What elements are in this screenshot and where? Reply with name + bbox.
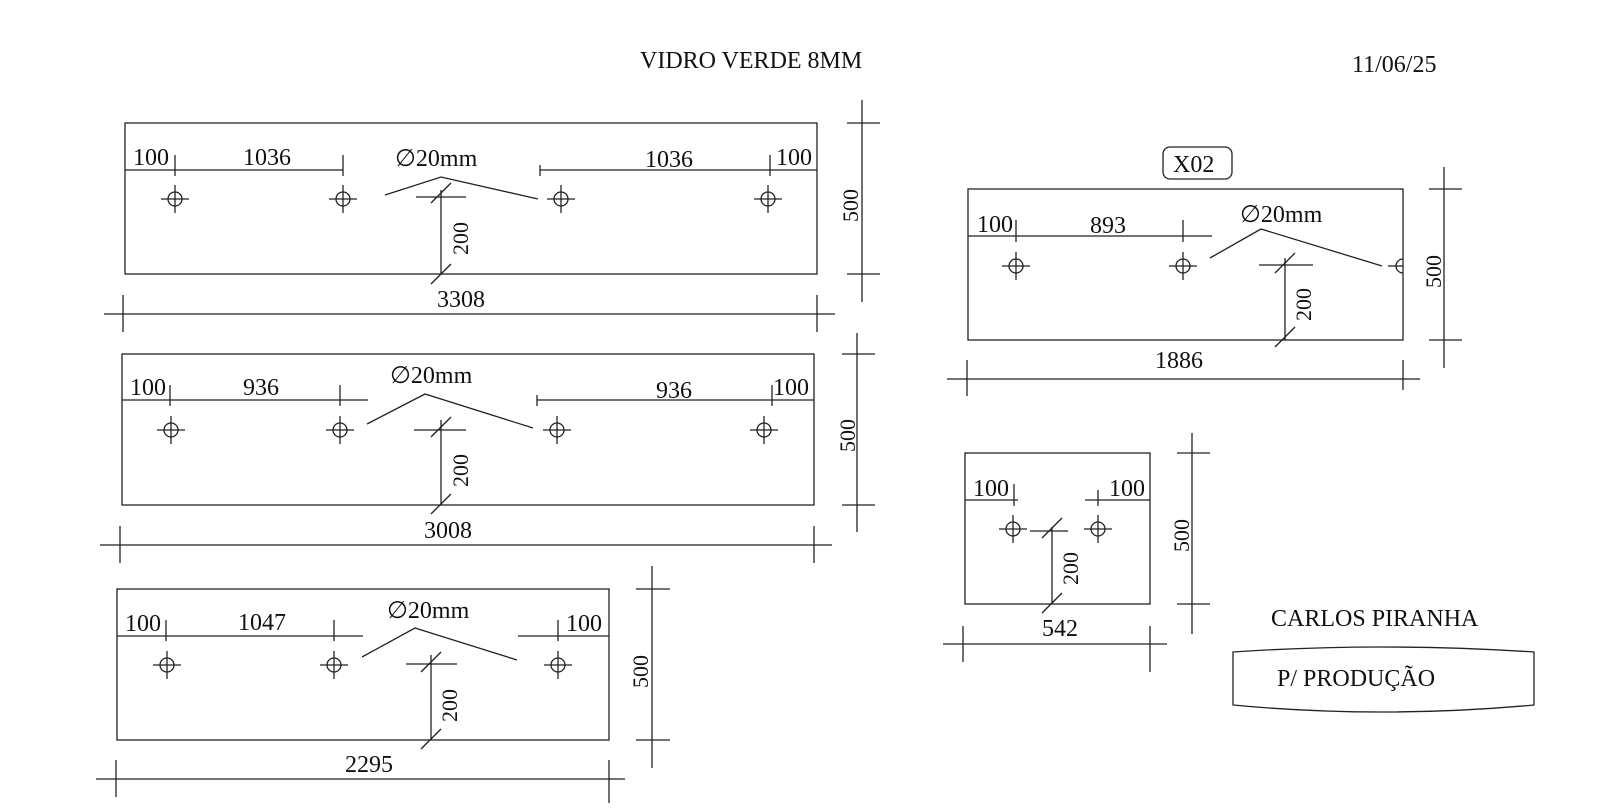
dim-height: 500 (1421, 255, 1446, 288)
dim-vertical-offset: 200 (448, 454, 473, 487)
dim-width: 2295 (345, 752, 393, 778)
hole-spec-label: ∅20mm (387, 598, 470, 624)
glass-outline (116, 588, 610, 741)
quantity-badge (1162, 146, 1233, 180)
dim-offset-right: 100 (1109, 476, 1145, 502)
dim-vertical-offset: 200 (437, 689, 462, 722)
glass-piece-5: 100 100 200 500 542 (943, 433, 1210, 672)
dim-offset-left: 100 (133, 145, 169, 171)
hole-marker (160, 184, 190, 214)
dim-width: 1886 (1155, 348, 1203, 374)
hole-marker (998, 514, 1028, 544)
hole-marker (1168, 251, 1198, 281)
glass-piece-4: X02 100 893 ∅20mm 200 500 1886 (947, 146, 1462, 396)
dim-spacing-left: 936 (243, 375, 279, 401)
hole-marker (546, 184, 576, 214)
dim-spacing-left: 1047 (238, 610, 286, 636)
dim-vertical-offset: 200 (1291, 288, 1316, 321)
dim-spacing-left: 893 (1090, 213, 1126, 239)
hole-marker (328, 184, 358, 214)
glass-outline (124, 122, 818, 275)
quantity-label: X02 (1173, 152, 1214, 178)
glass-outline (967, 188, 1404, 341)
client-name: CARLOS PIRANHA (1271, 606, 1479, 632)
hole-marker (749, 415, 779, 445)
dim-spacing-left: 1036 (243, 145, 291, 171)
hole-marker (542, 415, 572, 445)
dim-offset-right: 100 (776, 145, 812, 171)
dim-offset-right: 100 (773, 375, 809, 401)
hole-marker (543, 650, 573, 680)
dim-offset-left: 100 (977, 212, 1013, 238)
hole-marker (319, 650, 349, 680)
hole-spec-label: ∅20mm (395, 146, 478, 172)
dim-height: 500 (838, 189, 863, 222)
hole-marker (1001, 251, 1031, 281)
hole-marker (325, 415, 355, 445)
hole-marker (1083, 514, 1113, 544)
dim-offset-right: 100 (566, 611, 602, 637)
dim-width: 542 (1042, 616, 1078, 642)
hole-spec-label: ∅20mm (1240, 202, 1323, 228)
glass-piece-2: 100 936 ∅20mm 936 100 200 500 3008 (100, 333, 875, 563)
glass-piece-3: 100 1047 ∅20mm 100 200 500 2295 (96, 566, 670, 803)
hole-marker (152, 650, 182, 680)
glass-outline (964, 452, 1151, 605)
hole-spec-label: ∅20mm (390, 363, 473, 389)
glass-outline (121, 353, 815, 506)
drawing-date: 11/06/25 (1352, 52, 1436, 78)
hole-marker (753, 184, 783, 214)
dim-offset-left: 100 (130, 375, 166, 401)
dim-width: 3308 (437, 287, 485, 313)
glass-piece-1: 100 1036 ∅20mm 1036 100 200 500 3308 (104, 100, 880, 332)
dim-vertical-offset: 200 (448, 222, 473, 255)
production-stamp-label: P/ PRODUÇÃO (1277, 666, 1435, 692)
dim-height: 500 (835, 419, 860, 452)
dim-height: 500 (1169, 519, 1194, 552)
dim-width: 3008 (424, 518, 472, 544)
dim-spacing-right: 936 (656, 378, 692, 404)
dim-offset-left: 100 (125, 611, 161, 637)
drawing-title: VIDRO VERDE 8MM (640, 48, 862, 74)
hole-marker (156, 415, 186, 445)
dim-height: 500 (628, 655, 653, 688)
dim-spacing-right: 1036 (645, 147, 693, 173)
dim-vertical-offset: 200 (1058, 552, 1083, 585)
dim-offset-left: 100 (973, 476, 1009, 502)
production-stamp-frame (1232, 646, 1535, 713)
